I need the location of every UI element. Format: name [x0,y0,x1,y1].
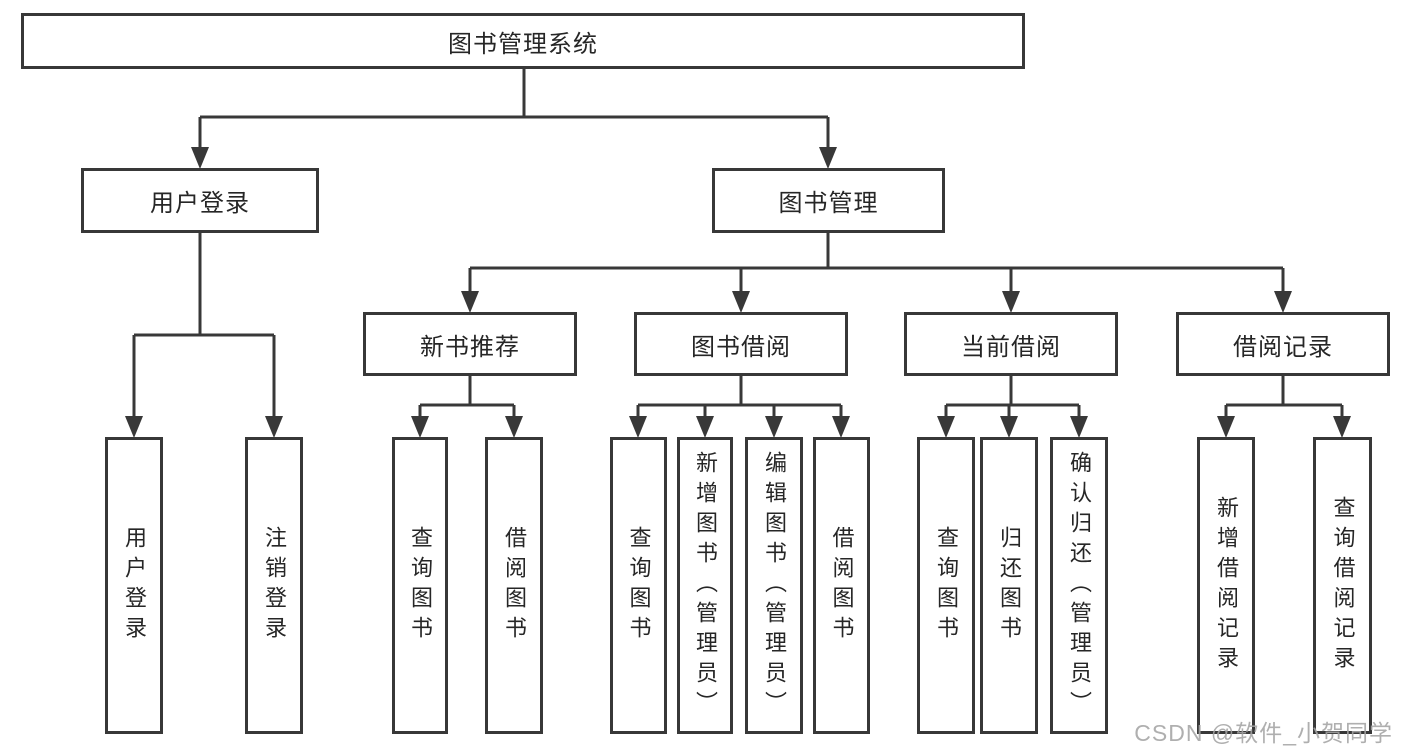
leaf-confirm-return-admin: 确认归还（管理员） [1050,437,1108,734]
node-label: 查询图书 [934,525,959,646]
node-label: 新增借阅记录 [1214,495,1239,676]
node-book-management: 图书管理 [712,168,945,233]
leaf-borrow-books-recommend: 借阅图书 [485,437,543,734]
arrowheads [125,147,1351,438]
leaf-query-books-borrowing: 查询图书 [610,437,667,734]
node-label: 注销登录 [262,525,287,646]
leaf-query-books-recommend: 查询图书 [392,437,448,734]
node-label: 用户登录 [150,190,250,217]
leaf-return-books: 归还图书 [980,437,1038,734]
node-book-borrowing: 图书借阅 [634,312,848,376]
node-label: 用户登录 [122,525,147,646]
leaf-add-books-admin: 新增图书（管理员） [677,437,733,734]
node-label: 图书借阅 [691,333,791,361]
node-label: 借阅记录 [1233,333,1333,361]
leaf-logout: 注销登录 [245,437,303,734]
node-label: 新增图书（管理员） [693,450,718,721]
node-user-login: 用户登录 [81,168,319,233]
csdn-watermark: CSDN @软件_小贺同学 [1134,720,1393,746]
leaf-user-login: 用户登录 [105,437,163,734]
node-label: 查询借阅记录 [1330,495,1356,676]
leaf-query-books-current: 查询图书 [917,437,975,734]
node-label: 查询图书 [626,525,652,646]
leaf-borrow-books: 借阅图书 [813,437,870,734]
leaf-edit-books-admin: 编辑图书（管理员） [745,437,803,734]
node-label: 确认归还（管理员） [1067,450,1092,721]
node-label: 当前借阅 [961,333,1061,361]
node-current-borrowing: 当前借阅 [904,312,1118,376]
node-label: 归还图书 [997,525,1022,646]
node-new-book-recommend: 新书推荐 [363,312,577,376]
node-label: 新书推荐 [420,333,520,361]
leaf-query-borrow-record: 查询借阅记录 [1313,437,1372,734]
node-label: 图书管理系统 [448,30,598,58]
node-library-management-system: 图书管理系统 [21,13,1025,69]
node-label: 借阅图书 [829,525,855,646]
node-label: 编辑图书（管理员） [762,450,787,721]
node-label: 查询图书 [408,525,433,646]
node-borrowing-records: 借阅记录 [1176,312,1390,376]
leaf-add-borrow-record: 新增借阅记录 [1197,437,1255,734]
node-label: 借阅图书 [502,525,527,646]
node-label: 图书管理 [778,190,879,217]
